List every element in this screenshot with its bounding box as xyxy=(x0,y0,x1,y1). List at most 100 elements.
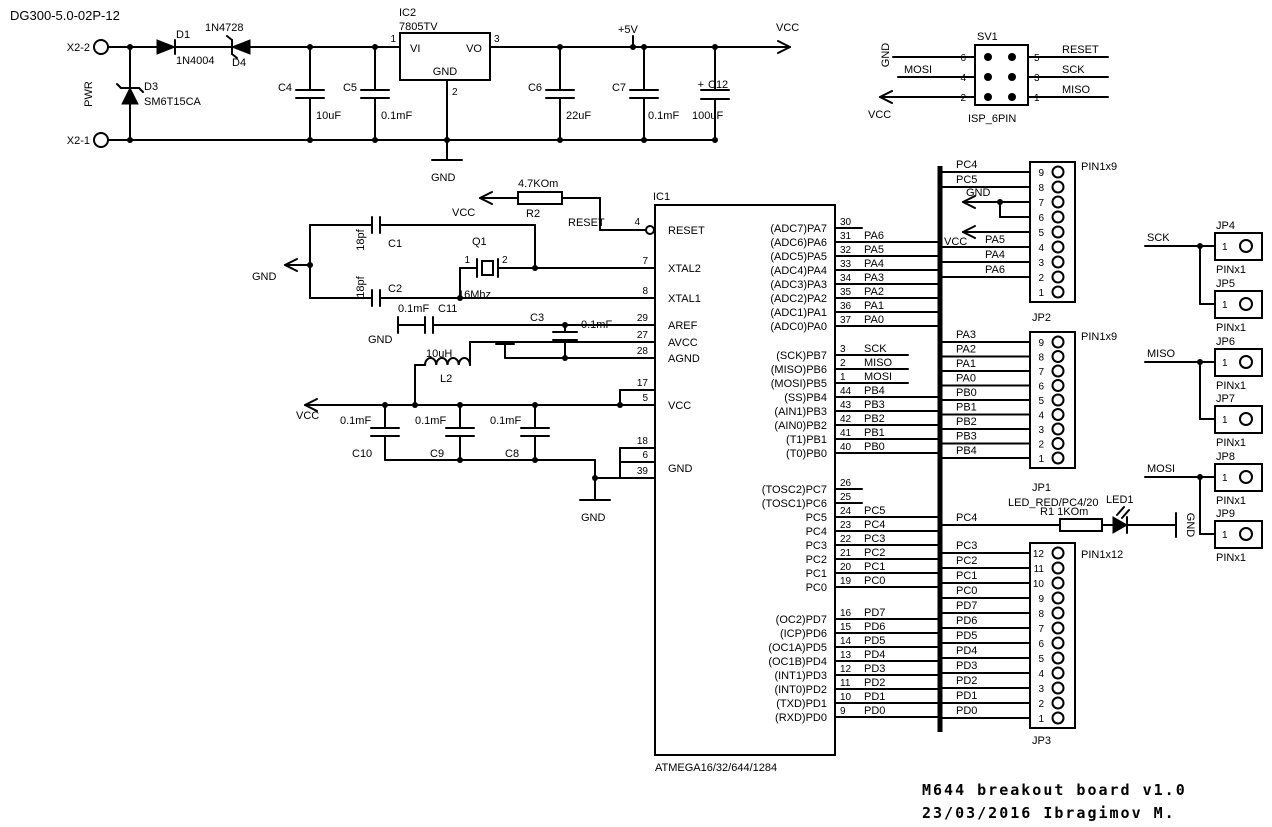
pin-number: 15 xyxy=(840,622,852,633)
led-circuit: LED_RED/PC4/20 PC4 R1 1KOm LED1 GND xyxy=(939,494,1196,538)
mcu-pin-label: (T0)PB0 xyxy=(786,448,827,460)
cap-c6-value: 22uF xyxy=(566,110,591,122)
mcu-pin-label: VCC xyxy=(668,400,691,412)
jp3-ref: JP3 xyxy=(1032,735,1051,747)
pin-number: 25 xyxy=(840,492,852,503)
pin-number: 2 xyxy=(840,358,846,369)
jp3-body xyxy=(1029,542,1076,729)
mcu-pin-label: (ADC7)PA7 xyxy=(770,223,827,235)
pin-number: 28 xyxy=(637,346,649,357)
mcu-ref: IC1 xyxy=(653,191,670,203)
regulator-gnd-label: GND xyxy=(433,66,458,78)
diode-d3-ref: D3 xyxy=(144,81,158,93)
terminal-x2-2 xyxy=(93,39,109,55)
mcu-pin-label: (ICP)PD6 xyxy=(780,628,827,640)
regulator-ic2-value: 7805TV xyxy=(399,21,438,33)
wire xyxy=(444,137,450,143)
connector-pin xyxy=(1051,422,1065,436)
net-label: PB3 xyxy=(956,431,977,443)
connector-pin xyxy=(1051,364,1065,378)
net-label: SCK xyxy=(864,343,887,355)
plus5v-label: +5V xyxy=(618,24,639,36)
crystal-q1 xyxy=(481,260,494,276)
inductor-l2-ref: L2 xyxy=(440,373,452,385)
isp-pad xyxy=(1008,73,1016,81)
net-label: PD3 xyxy=(956,660,977,672)
net-label: PD2 xyxy=(864,677,885,689)
reset-circuit: VCC 4.7KOm R2 RESET xyxy=(452,178,655,235)
isp-pin-number: 2 xyxy=(960,93,966,104)
mcu-pin-label: (TOSC2)PC7 xyxy=(762,484,827,496)
isp-section: SV1 ISP_6PIN 6 4 2 5 3 1 GND MOSI VCC RE… xyxy=(868,31,1109,125)
net-label: PD6 xyxy=(956,615,977,627)
cap-c4-value: 10uF xyxy=(316,110,341,122)
pin-number: 33 xyxy=(840,259,852,270)
resistor-r2-ref: R2 xyxy=(526,208,540,220)
diode-d4 xyxy=(230,39,251,55)
mcu-pin-label: PC2 xyxy=(806,554,827,566)
wire xyxy=(592,475,598,481)
mcu-pin-label: (OC2)PD7 xyxy=(776,614,827,626)
net-label: PA0 xyxy=(864,314,884,326)
mcu-pin-label: (TXD)PD1 xyxy=(776,698,827,710)
connector-pin xyxy=(1051,711,1065,725)
isp-pad xyxy=(1008,93,1016,101)
connector-pin xyxy=(1051,210,1065,224)
isp-pad xyxy=(1008,53,1016,61)
inductor-l2 xyxy=(424,357,471,366)
pin-number: 36 xyxy=(840,301,852,312)
connector-pin-number: 4 xyxy=(1038,669,1044,680)
pin-number: 10 xyxy=(840,692,852,703)
power-supply-section: DG300-5.0-02P-12 X2-2 X2-1 PWR D1 1N4004… xyxy=(10,7,799,184)
connector-pin xyxy=(1051,180,1065,194)
drawing-title: DG300-5.0-02P-12 xyxy=(10,8,120,23)
cap-c2-value: 18pf xyxy=(355,275,367,297)
vcc-rail-label: VCC xyxy=(776,22,799,34)
led-gnd-label: GND xyxy=(1184,513,1196,538)
mcu-pin-label: (TOSC1)PC6 xyxy=(762,498,827,510)
pin-number: 35 xyxy=(840,287,852,298)
vcc-rail-label: VCC xyxy=(296,410,319,422)
pin-number: 39 xyxy=(637,466,649,477)
connector-pin xyxy=(1051,408,1065,421)
led-emission-arrows xyxy=(1116,506,1130,519)
pin-number: 21 xyxy=(840,548,852,559)
isp-vcc-label: VCC xyxy=(868,109,891,121)
net-label: PC1 xyxy=(956,570,977,582)
net-label: PA1 xyxy=(956,358,976,370)
board-date-author: 23/03/2016 Ibragimov M. xyxy=(922,804,1176,822)
inductor-l2-value: 10uH xyxy=(426,348,452,360)
isp-pin-number: 1 xyxy=(1034,93,1040,104)
connector-pin xyxy=(1051,240,1065,254)
led1-ref: LED1 xyxy=(1106,494,1134,506)
mcu-pin-label: (OC1B)PD4 xyxy=(768,656,827,668)
net-label: PC0 xyxy=(864,575,885,587)
header-type: PINx1 xyxy=(1216,264,1246,276)
header-ref: JP6 xyxy=(1216,336,1235,348)
pin-number: 26 xyxy=(840,478,852,489)
mcu-pin-label: PC5 xyxy=(806,512,827,524)
net-label: PA3 xyxy=(864,272,884,284)
isp-pad xyxy=(984,73,992,81)
mcu-pin-label: (INT0)PD2 xyxy=(774,684,827,696)
connector-pin-number: 2 xyxy=(1038,440,1044,451)
connector-pin xyxy=(1051,451,1065,465)
pin-number: 37 xyxy=(840,315,852,326)
pin-number: 43 xyxy=(840,400,852,411)
pin-number: 22 xyxy=(840,534,852,545)
jp1-ref: JP1 xyxy=(1032,482,1051,494)
isp-pad xyxy=(984,53,992,61)
connector-pin xyxy=(1051,225,1065,239)
resistor-r2-value: 4.7KOm xyxy=(518,178,558,190)
isp-pin-number: 3 xyxy=(1034,73,1040,84)
cap-c5-ref: C5 xyxy=(343,82,357,94)
net-label: PD5 xyxy=(864,635,885,647)
pin-number: 29 xyxy=(637,313,649,324)
mcu-pin-label: (T1)PB1 xyxy=(786,434,827,446)
header-pin-number: 1 xyxy=(1222,530,1228,541)
net-label: MOSI xyxy=(864,371,892,383)
pin-number: 20 xyxy=(840,562,852,573)
connector-pin-number: 3 xyxy=(1038,425,1044,436)
